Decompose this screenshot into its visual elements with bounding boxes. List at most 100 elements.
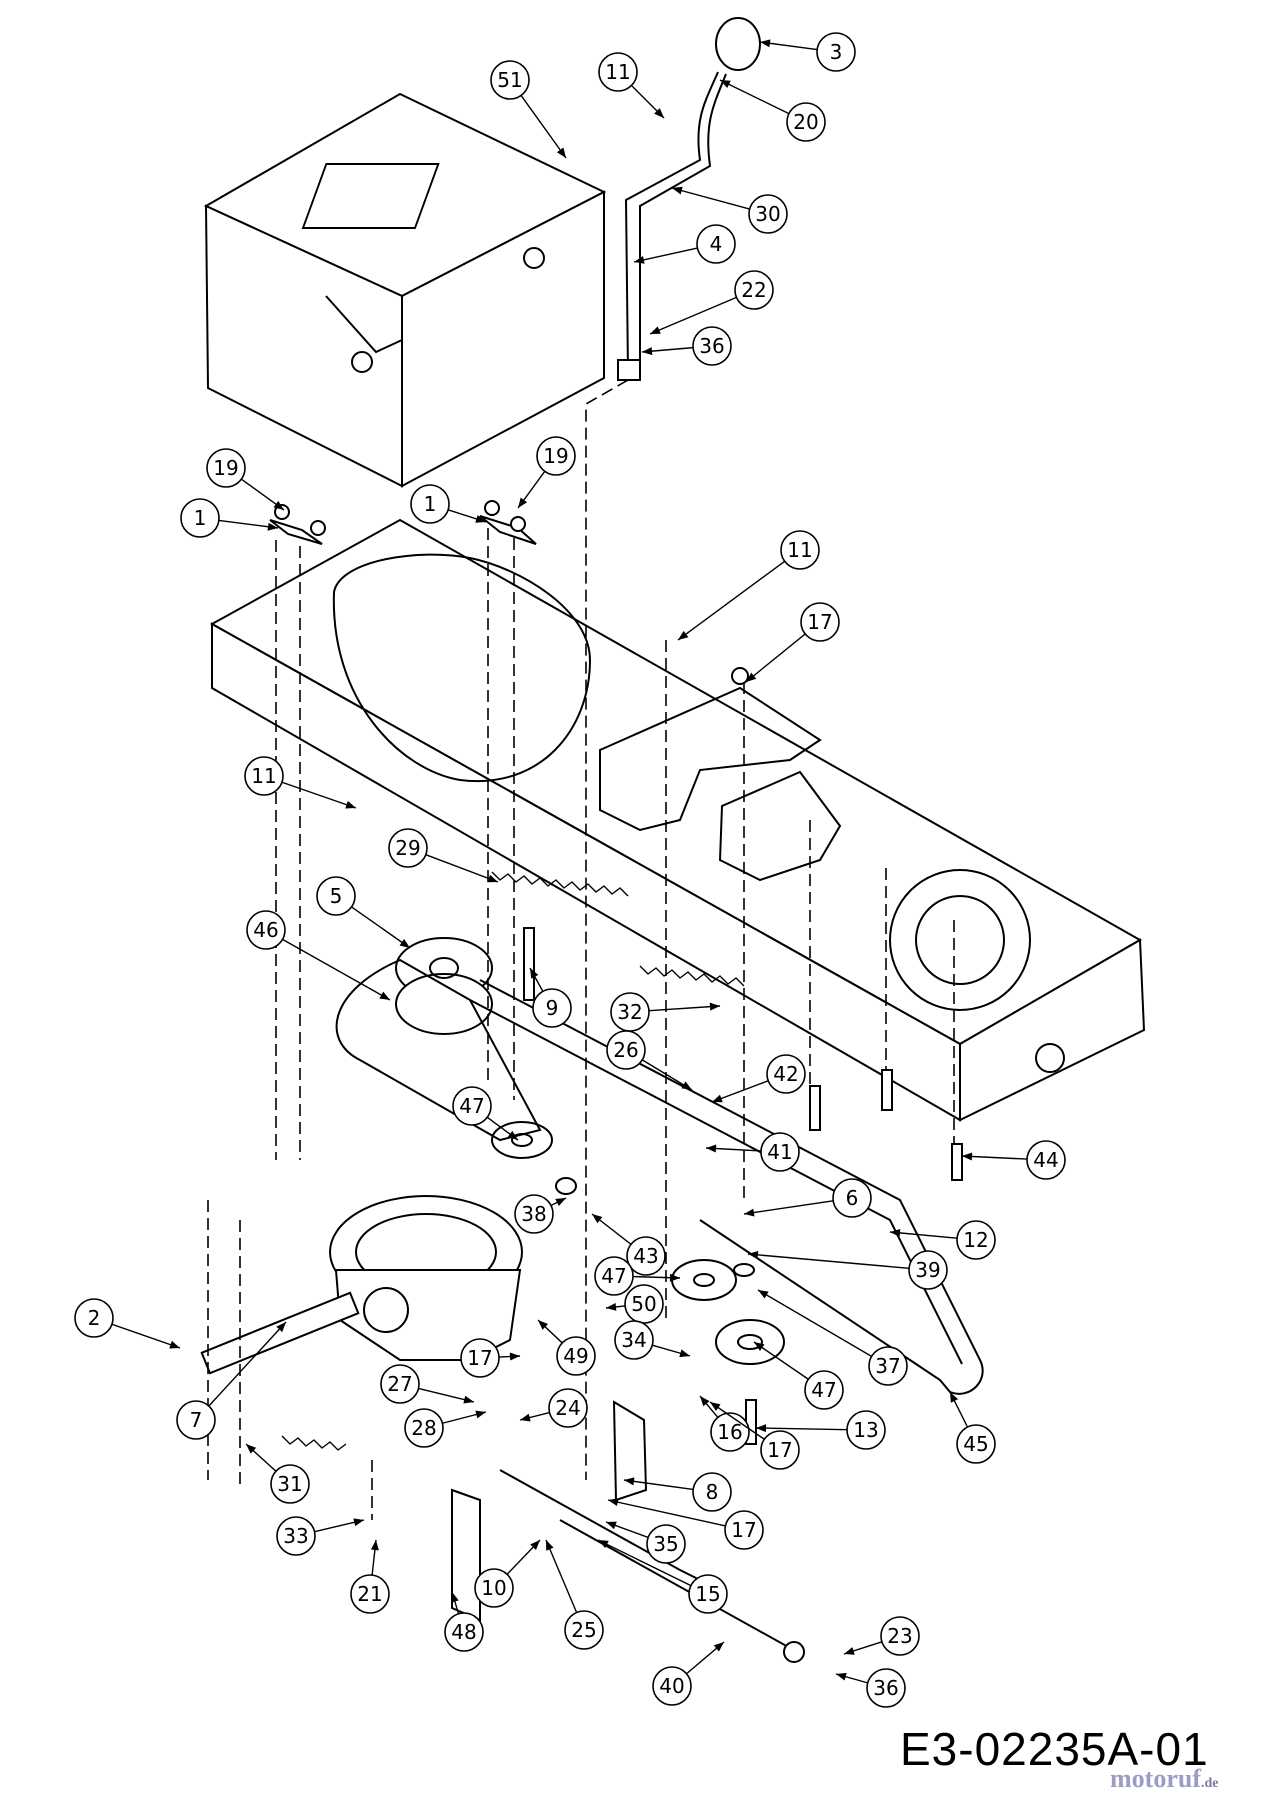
callout-arrowhead (746, 672, 757, 682)
callout-bubble (564, 1610, 604, 1650)
callout-label: 40 (659, 1674, 684, 1698)
callout-leader (281, 781, 357, 809)
callout-arrowhead (520, 1413, 531, 1422)
callout-label: 11 (605, 60, 630, 84)
callout-47: 47 (594, 1256, 681, 1296)
callout-bubble (180, 498, 220, 538)
callout-leader (520, 95, 567, 159)
callout-label: 26 (613, 1038, 638, 1062)
callout-arrowhead (654, 108, 664, 118)
callout-arrowhead (475, 515, 486, 523)
callout-label: 9 (546, 996, 559, 1020)
callout-label: 28 (411, 1416, 436, 1440)
callout-arrowhead (710, 1402, 721, 1411)
callout-arrowhead (760, 39, 771, 48)
callout-arrowhead (518, 497, 528, 508)
callout-arrowhead (836, 1672, 847, 1681)
callout-label: 27 (387, 1372, 412, 1396)
callout-label: 21 (357, 1582, 382, 1606)
callout-bubble (766, 1054, 806, 1094)
callout-39: 39 (747, 1250, 948, 1290)
callout-arrowhead (246, 1444, 257, 1454)
callout-label: 8 (706, 1480, 719, 1504)
assembly-guides (207, 379, 955, 1520)
callout-label: 11 (787, 538, 812, 562)
callout-leader (351, 906, 411, 949)
callout-leader (623, 1479, 694, 1491)
callout-label: 43 (633, 1244, 658, 1268)
callout-arrowhead (950, 1392, 959, 1403)
callout-28: 28 (404, 1408, 487, 1448)
callout-5: 5 (316, 876, 411, 949)
callout-bubble (270, 1464, 310, 1504)
callout-bubble (514, 1194, 554, 1234)
callout-7: 7 (176, 1321, 287, 1440)
callout-bubble (692, 326, 732, 366)
callout-leader (607, 1499, 726, 1527)
callout-arrowhead (345, 800, 356, 809)
callout-bubble (74, 1298, 114, 1338)
chassis-frame (209, 518, 1146, 1122)
callout-bubble (206, 448, 246, 488)
callout-bubble (748, 194, 788, 234)
callout-bubble (692, 1472, 732, 1512)
callout-11: 11 (598, 52, 665, 119)
callout-label: 47 (601, 1264, 626, 1288)
callout-arrowhead (267, 522, 278, 531)
callout-arrowhead (546, 1540, 554, 1551)
callout-leader (743, 1200, 834, 1215)
callout-arrowhead (451, 1592, 459, 1603)
callout-bubble (444, 1612, 484, 1652)
callout-bubble (536, 436, 576, 476)
callout-17: 17 (745, 602, 840, 683)
callout-bubble (866, 1668, 906, 1708)
callout-41: 41 (705, 1132, 800, 1172)
callout-arrowhead (700, 1396, 710, 1407)
callout-bubble (380, 1364, 420, 1404)
callout-bubble (868, 1346, 908, 1386)
callout-bubble (594, 1256, 634, 1296)
callout-43: 43 (591, 1213, 666, 1276)
callout-bubble (652, 1666, 692, 1706)
callout-21: 21 (350, 1539, 390, 1614)
callout-arrowhead (379, 991, 390, 1000)
callout-leader (597, 1539, 692, 1587)
callout-bubble (410, 484, 450, 524)
callout-arrowhead (463, 1395, 474, 1404)
callout-leader (633, 247, 698, 263)
callout-label: 49 (563, 1344, 588, 1368)
callout-arrowhead (475, 1410, 486, 1419)
callout-1: 1 (180, 498, 279, 538)
callout-leader (757, 1289, 872, 1358)
callout-38: 38 (514, 1194, 567, 1234)
callout-bubble (452, 1086, 492, 1126)
callout-bubble (724, 1510, 764, 1550)
fasteners (523, 667, 963, 1445)
callout-bubble (804, 1370, 844, 1410)
callout-bubble (556, 1336, 596, 1376)
callout-49: 49 (537, 1319, 596, 1376)
callout-bubble (246, 910, 286, 950)
callout-label: 50 (631, 1292, 656, 1316)
callout-bubble (532, 988, 572, 1028)
callout-label: 22 (741, 278, 766, 302)
callout-arrowhead (678, 630, 689, 640)
callout-bubble (800, 602, 840, 642)
callout-13: 13 (755, 1410, 886, 1450)
callout-arrowhead (624, 1477, 635, 1486)
callout-bubble (846, 1410, 886, 1450)
callout-leader (671, 187, 750, 210)
callout-leader (648, 1005, 721, 1012)
callout-label: 48 (451, 1620, 476, 1644)
callout-bubble (606, 1030, 646, 1070)
callout-leader (711, 1080, 769, 1103)
callout-bubble (598, 52, 638, 92)
callout-bubble (696, 224, 736, 264)
console-frame (203, 92, 607, 488)
callout-51: 51 (490, 60, 567, 159)
callout-arrowhead (556, 147, 566, 158)
springs (281, 871, 745, 1451)
callout-label: 7 (190, 1408, 203, 1432)
callout-arrowhead (844, 1647, 855, 1655)
